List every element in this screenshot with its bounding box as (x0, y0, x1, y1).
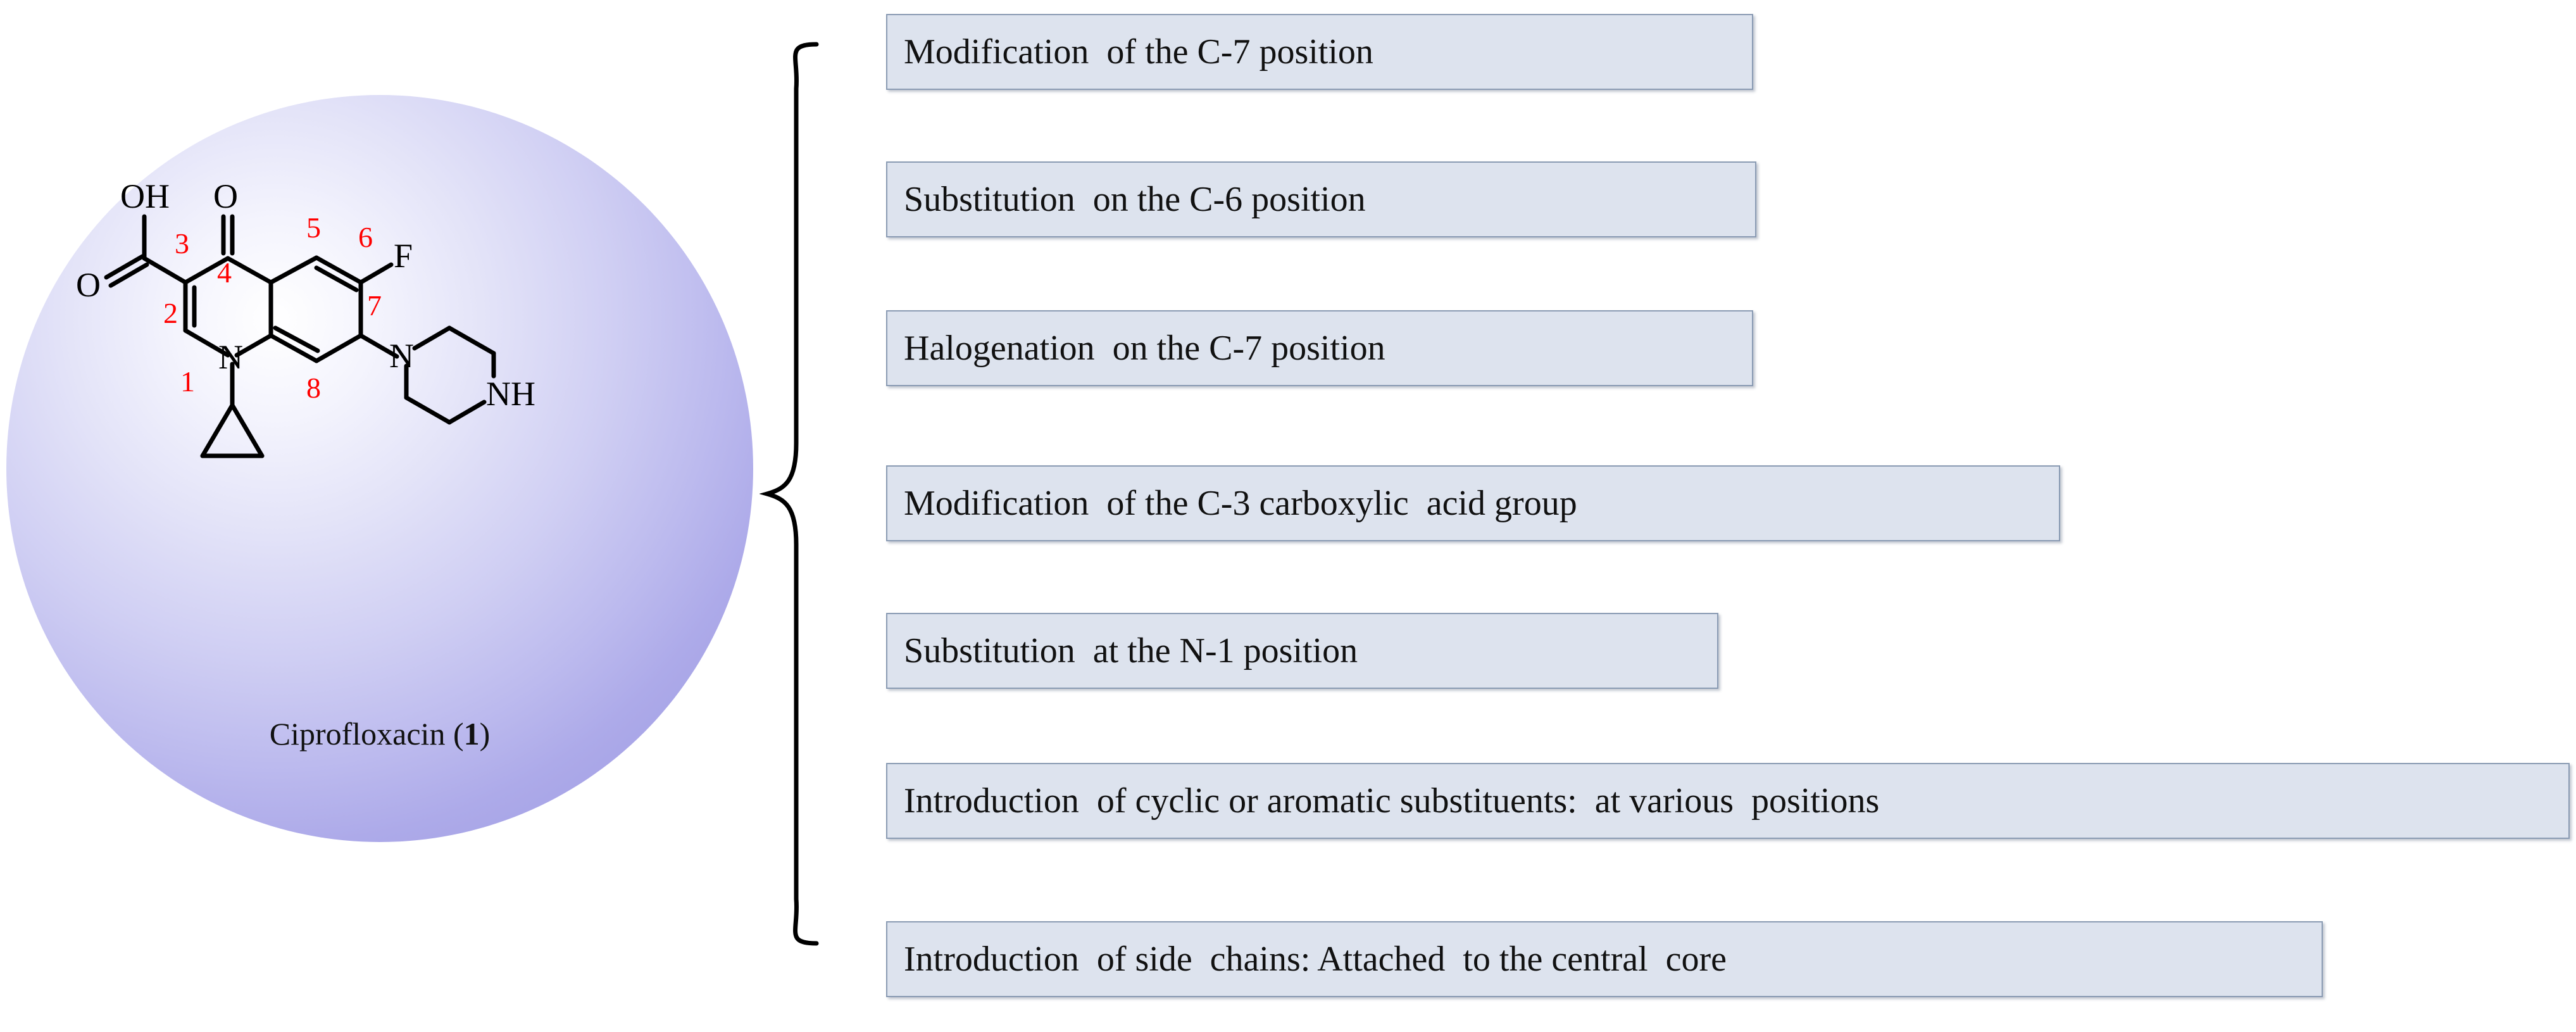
position-label-5: 5 (306, 211, 321, 244)
box-item-1[interactable]: Modification of the C-7 position (886, 14, 1753, 90)
box-item-3[interactable]: Halogenation on the C-7 position (886, 310, 1753, 386)
position-label-2: 2 (163, 297, 178, 329)
sphere-background (6, 95, 753, 842)
box-item-6-label: Introduction of cyclic or aromatic subst… (904, 781, 1880, 821)
caption-number: 1 (463, 716, 480, 752)
molecule-panel: OH O O F N N NH 1 2 3 4 5 6 7 8 Ciproflo… (6, 95, 753, 842)
position-label-4: 4 (217, 256, 232, 289)
box-item-7[interactable]: Introduction of side chains: Attached to… (886, 921, 2323, 997)
label-ketone-o: O (213, 177, 238, 215)
label-piperazine-nh: NH (486, 375, 535, 413)
position-label-8: 8 (306, 372, 321, 404)
box-item-4-label: Modification of the C-3 carboxylic acid … (904, 484, 1577, 523)
position-label-6: 6 (358, 221, 373, 253)
position-label-1: 1 (180, 365, 195, 398)
box-item-5[interactable]: Substitution at the N-1 position (886, 613, 1718, 689)
box-item-2-label: Substitution on the C-6 position (904, 180, 1366, 219)
label-piperazine-n: N (389, 337, 414, 375)
box-item-3-label: Halogenation on the C-7 position (904, 329, 1385, 368)
box-item-5-label: Substitution at the N-1 position (904, 631, 1358, 670)
ciprofloxacin-structure: OH O O F N N NH 1 2 3 4 5 6 7 8 (76, 177, 535, 458)
molecule-caption: Ciprofloxacin (1) (6, 715, 753, 752)
label-fluorine: F (394, 237, 413, 275)
caption-tail: ) (479, 716, 491, 752)
position-label-3: 3 (175, 227, 189, 260)
curly-brace (760, 42, 819, 946)
label-ring-nitrogen: N (218, 338, 243, 376)
label-carboxyl-oh: OH (120, 177, 170, 215)
label-carboxyl-o: O (76, 266, 101, 304)
box-item-1-label: Modification of the C-7 position (904, 32, 1373, 72)
box-item-6[interactable]: Introduction of cyclic or aromatic subst… (886, 763, 2570, 839)
box-item-2[interactable]: Substitution on the C-6 position (886, 161, 1756, 237)
box-item-4[interactable]: Modification of the C-3 carboxylic acid … (886, 465, 2060, 541)
caption-name: Ciprofloxacin ( (269, 716, 464, 752)
box-item-7-label: Introduction of side chains: Attached to… (904, 940, 1727, 979)
position-label-7: 7 (367, 289, 382, 322)
